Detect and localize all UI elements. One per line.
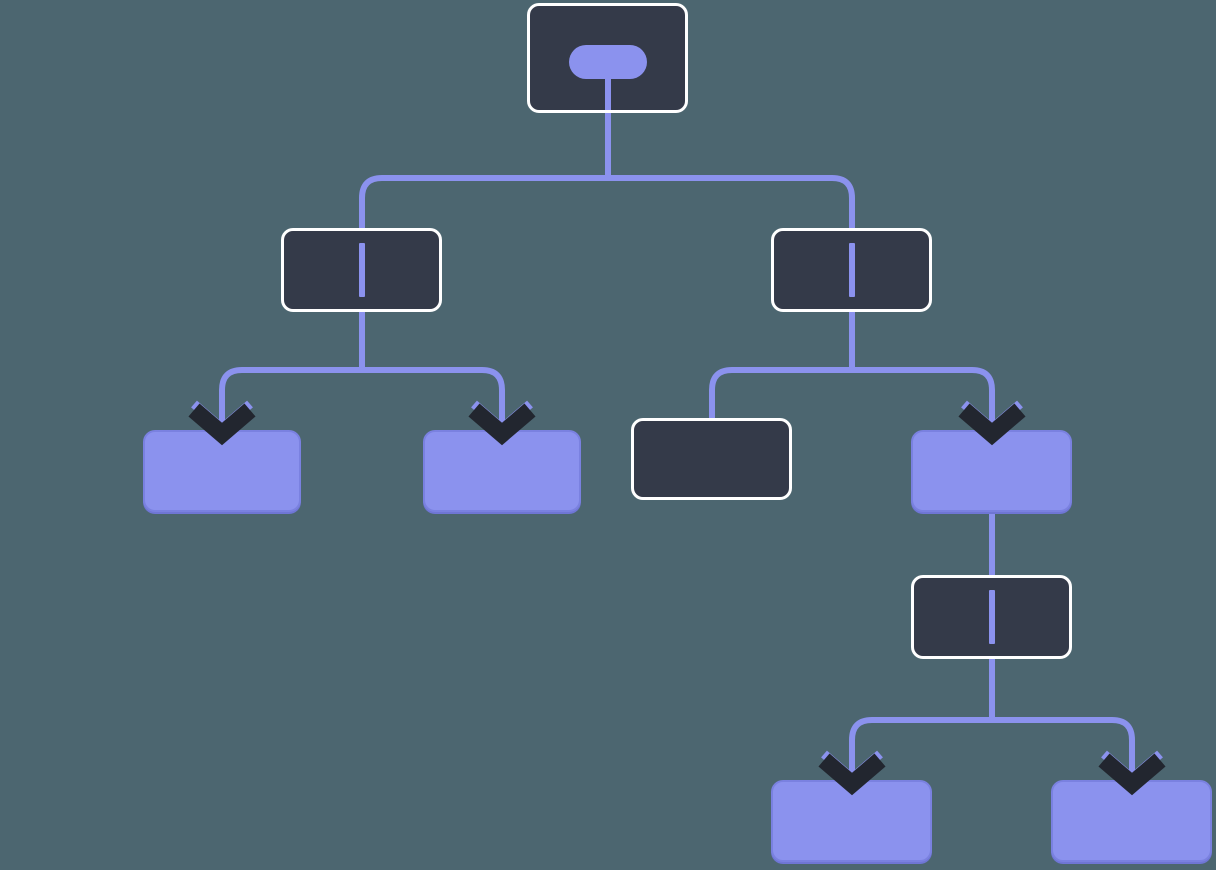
node-passthrough-line: [848, 243, 855, 297]
connector-e-rr3-rr4a: [849, 717, 992, 784]
root-node-stem-shape: [604, 76, 611, 110]
connector-e-root-r1: [608, 175, 855, 330]
node-passthrough-line: [988, 590, 995, 644]
connector-e-r1-rr2: [852, 367, 995, 434]
connector-e-l1-lr2: [362, 367, 505, 434]
root-node-pill-shape: [568, 45, 647, 79]
connector-e-rr3-rr4b: [992, 717, 1135, 784]
node-n-rr2[interactable]: [911, 430, 1072, 512]
node-n-rr4a[interactable]: [771, 780, 932, 862]
node-n-r1[interactable]: [771, 228, 932, 312]
connector-e-l1-ll2: [219, 367, 362, 434]
node-n-rl2[interactable]: [631, 418, 792, 500]
connector-e-r1-rl2: [709, 367, 852, 418]
node-n-ll2[interactable]: [143, 430, 301, 512]
node-passthrough-line: [358, 243, 365, 297]
node-n-rr3[interactable]: [911, 575, 1072, 659]
connector-e-root-l1: [359, 175, 608, 330]
node-n-lr2[interactable]: [423, 430, 581, 512]
node-n-rr4b[interactable]: [1051, 780, 1212, 862]
node-n-l1[interactable]: [281, 228, 442, 312]
node-root[interactable]: [527, 3, 688, 113]
